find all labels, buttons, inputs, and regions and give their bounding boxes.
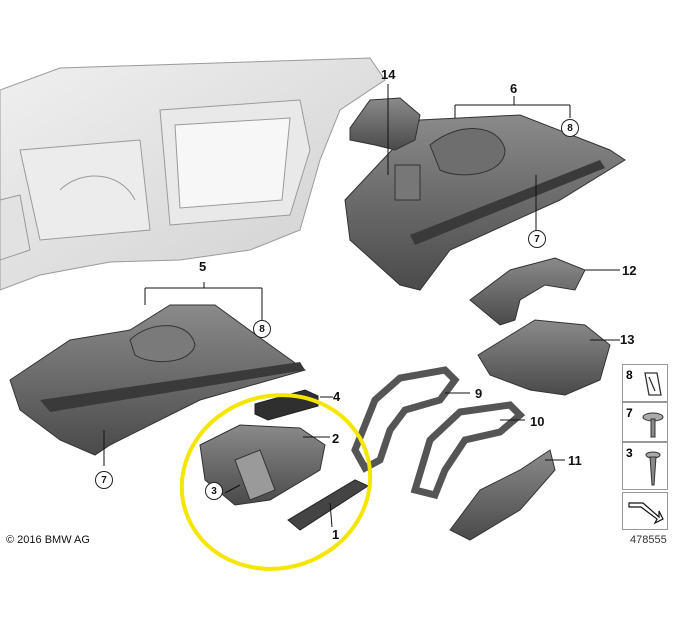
part-12-shroud: [469, 257, 586, 326]
callout-3: 3: [205, 482, 223, 500]
part-9-frame: [351, 366, 460, 473]
callout-11: 11: [568, 453, 582, 468]
callout-12: 12: [622, 263, 637, 278]
callout-8-lower: 8: [253, 320, 271, 338]
callout-6: 6: [510, 81, 518, 96]
legend-label-clip: 8: [626, 368, 633, 382]
callout-4: 4: [333, 389, 341, 404]
part-13-shroud: [477, 319, 611, 396]
copyright-text: © 2016 BMW AG: [6, 534, 90, 546]
clip-icon: [644, 372, 662, 396]
part-6-upper-frame: [344, 114, 626, 291]
callout-7-lower: 7: [95, 471, 113, 489]
callout-13: 13: [620, 332, 635, 347]
leader-lines: [103, 84, 620, 528]
dashboard-outline: [0, 57, 386, 291]
reference-number: 478555: [630, 534, 667, 546]
callout-8-upper: 8: [561, 119, 579, 137]
callout-10: 10: [530, 414, 545, 429]
part-11-cover: [449, 449, 556, 541]
part-2-glove-box: [199, 424, 326, 506]
part-10-frame: [410, 401, 526, 500]
screw-washer-icon: [642, 412, 664, 438]
part-5-lower-frame: [9, 304, 307, 456]
callout-14: 14: [381, 67, 396, 82]
screw-icon: [645, 451, 661, 486]
highlight-ellipse: [179, 393, 373, 571]
legend-screw: 3: [622, 442, 668, 490]
part-14-bracket: [349, 97, 421, 151]
legend-label-screw-washer: 7: [626, 406, 633, 420]
legend-label-screw: 3: [626, 446, 633, 460]
callout-2: 2: [332, 431, 340, 446]
legend-arrow: [622, 492, 668, 530]
callout-7-upper: 7: [528, 230, 546, 248]
callout-9: 9: [475, 386, 483, 401]
callout-5: 5: [199, 259, 207, 274]
callout-1: 1: [332, 527, 340, 542]
legend-clip: 8: [622, 364, 668, 402]
corner-arrow-icon: [628, 502, 664, 525]
legend-screw-washer: 7: [622, 402, 668, 442]
